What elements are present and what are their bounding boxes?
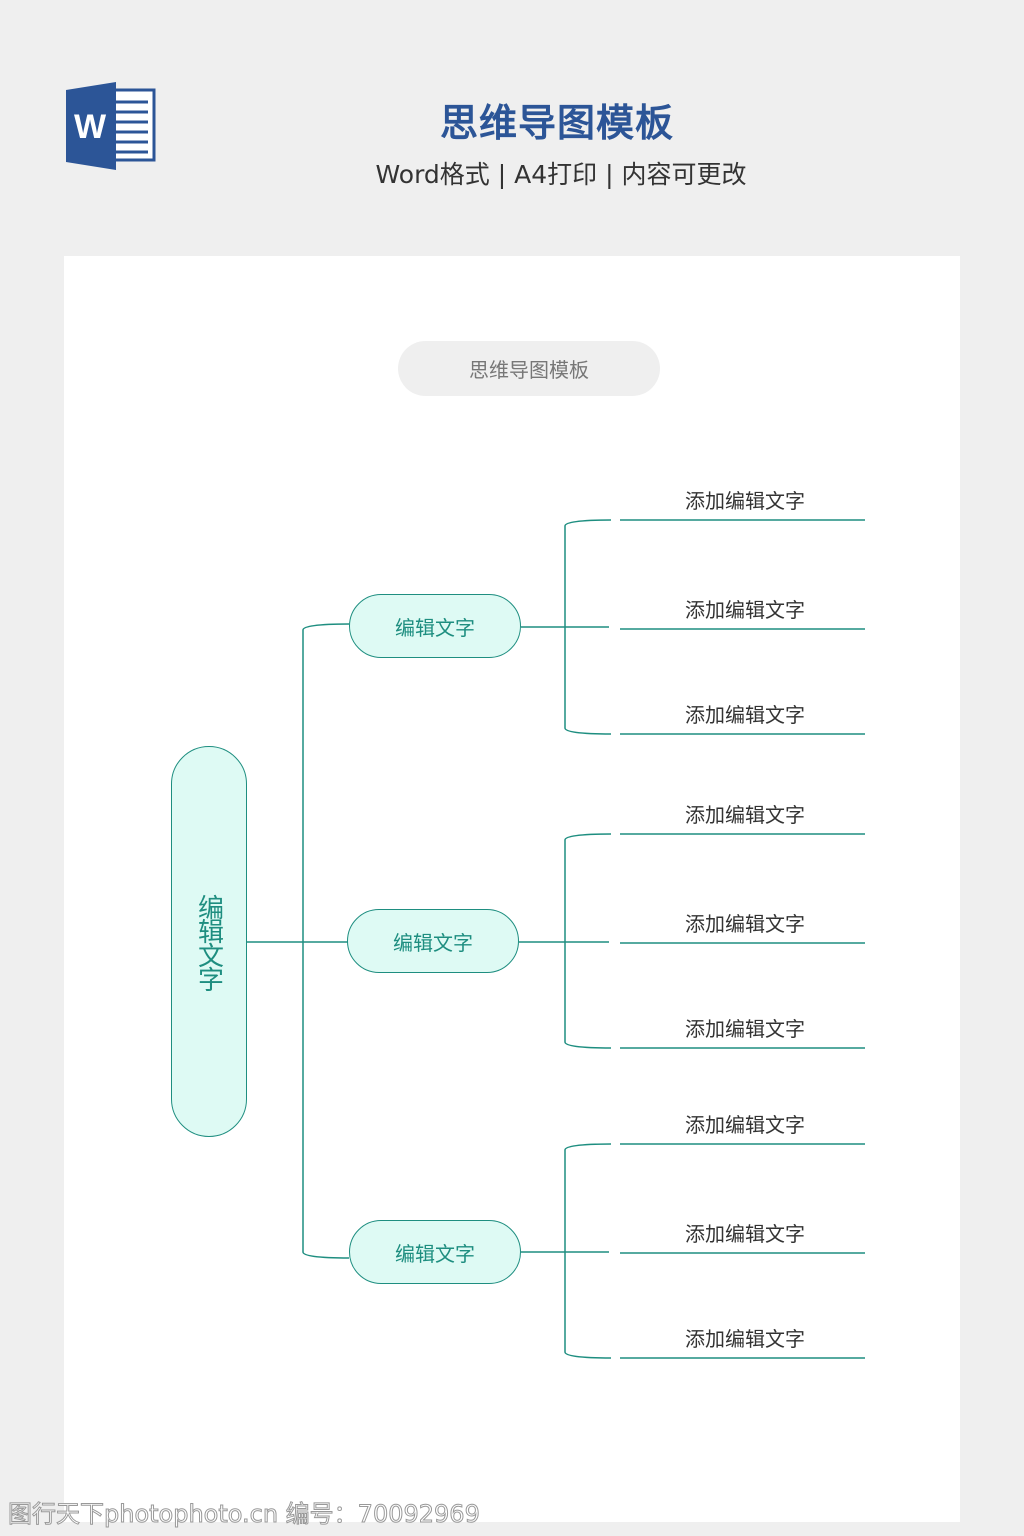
leaf-node[interactable]: 添加编辑文字 <box>685 1222 805 1246</box>
leaf-node[interactable]: 添加编辑文字 <box>685 912 805 936</box>
leaf-node[interactable]: 添加编辑文字 <box>685 1113 805 1137</box>
diagram-title-pill: 思维导图模板 <box>398 341 660 396</box>
leaf-node[interactable]: 添加编辑文字 <box>685 803 805 827</box>
svg-text:W: W <box>74 108 107 146</box>
page-title: 思维导图模板 <box>439 101 674 145</box>
page-subtitle: Word格式 | A4打印 | 内容可更改 <box>375 160 747 189</box>
word-icon: W <box>64 82 156 170</box>
root-node[interactable]: 编辑文字 <box>171 746 247 1137</box>
leaf-node[interactable]: 添加编辑文字 <box>685 1017 805 1041</box>
leaf-node[interactable]: 添加编辑文字 <box>685 1327 805 1351</box>
watermark: 图行天下photophoto.cn 编号：70092969 <box>8 1500 481 1529</box>
branch-node[interactable]: 编辑文字 <box>347 909 519 973</box>
leaf-node[interactable]: 添加编辑文字 <box>685 598 805 622</box>
leaf-node[interactable]: 添加编辑文字 <box>685 703 805 727</box>
branch-node[interactable]: 编辑文字 <box>349 1220 521 1284</box>
leaf-node[interactable]: 添加编辑文字 <box>685 489 805 513</box>
branch-node[interactable]: 编辑文字 <box>349 594 521 658</box>
